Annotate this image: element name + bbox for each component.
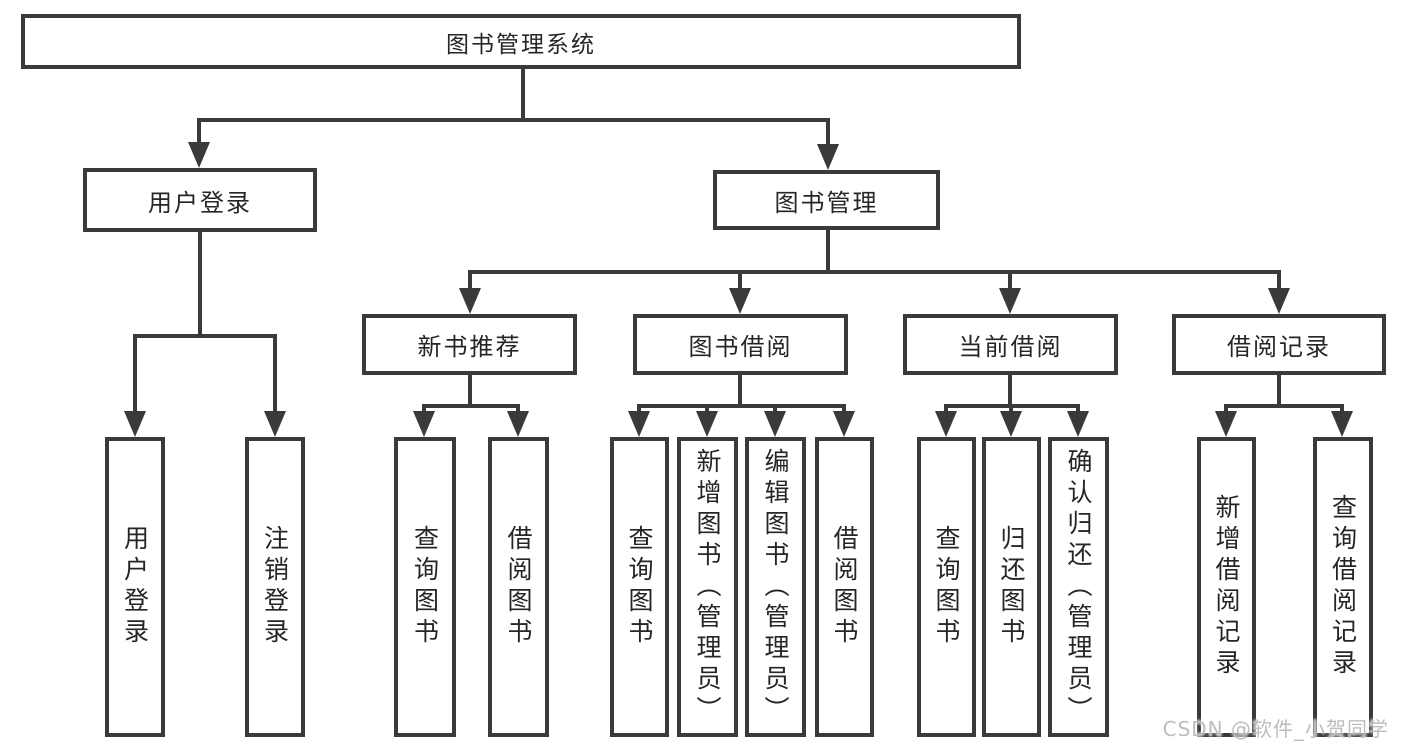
connector-mgmt-hline <box>468 270 1281 274</box>
leaf-borrow-books: 借阅图书 <box>488 437 549 737</box>
arrow-down-icon <box>696 411 718 437</box>
arrow-down-icon <box>935 411 957 437</box>
leaf-return-books: 归还图书 <box>982 437 1041 737</box>
leaf-confirm-return-admin: 确认归还（管理员） <box>1048 437 1109 737</box>
leaf-logout: 注销登录 <box>245 437 305 737</box>
connector-shaft <box>1277 270 1281 290</box>
node-current-borrowing: 当前借阅 <box>903 314 1118 375</box>
connector-shaft <box>705 404 709 414</box>
leaf-edit-books-admin: 编辑图书（管理员） <box>745 437 806 737</box>
node-new-book-recommend: 新书推荐 <box>362 314 577 375</box>
connector-stub <box>1277 375 1281 408</box>
connector-shaft <box>1009 404 1013 414</box>
connector-shaft <box>133 334 137 411</box>
arrow-down-icon <box>1268 288 1290 314</box>
connector-shaft <box>1224 404 1228 414</box>
arrow-down-icon <box>264 411 286 437</box>
leaf-user-login: 用户登录 <box>105 437 165 737</box>
leaf-query-books: 查询图书 <box>394 437 456 737</box>
connector-hline <box>1224 404 1344 408</box>
connector-user-hline <box>133 334 277 338</box>
connector-shaft <box>944 404 948 414</box>
node-user-login: 用户登录 <box>83 168 317 232</box>
leaf-add-books-admin: 新增图书（管理员） <box>677 437 738 737</box>
node-book-management: 图书管理 <box>713 170 940 230</box>
connector-stub <box>468 375 472 408</box>
connector-shaft <box>637 404 641 414</box>
arrow-down-icon <box>833 411 855 437</box>
arrow-down-icon <box>1215 411 1237 437</box>
arrow-down-icon <box>729 288 751 314</box>
arrow-down-icon <box>817 144 839 170</box>
connector-shaft <box>422 404 426 414</box>
leaf-borrow-books: 借阅图书 <box>815 437 874 737</box>
arrow-down-icon <box>413 411 435 437</box>
connector-stub <box>1008 375 1012 408</box>
connector-hline <box>637 404 846 408</box>
node-book-borrowing: 图书借阅 <box>633 314 848 375</box>
connector-shaft <box>468 270 472 290</box>
arrow-down-icon <box>764 411 786 437</box>
connector-user-stub <box>198 232 202 338</box>
connector-shaft <box>826 118 830 145</box>
leaf-query-books: 查询图书 <box>610 437 669 737</box>
connector-mgmt-stub <box>826 230 830 274</box>
connector-root-hline <box>197 118 830 122</box>
leaf-query-borrow-record: 查询借阅记录 <box>1313 437 1373 737</box>
connector-shaft <box>1076 404 1080 414</box>
arrow-down-icon <box>628 411 650 437</box>
arrow-down-icon <box>188 142 210 168</box>
arrow-down-icon <box>1000 411 1022 437</box>
connector-shaft <box>842 404 846 414</box>
connector-shaft <box>516 404 520 414</box>
leaf-add-borrow-record: 新增借阅记录 <box>1197 437 1256 737</box>
arrow-down-icon <box>507 411 529 437</box>
arrow-down-icon <box>1067 411 1089 437</box>
arrow-down-icon <box>124 411 146 437</box>
connector-stub <box>738 375 742 408</box>
connector-shaft <box>197 118 201 144</box>
arrow-down-icon <box>1331 411 1353 437</box>
connector-shaft <box>773 404 777 414</box>
arrow-down-icon <box>459 288 481 314</box>
arrow-down-icon <box>999 288 1021 314</box>
connector-shaft <box>273 334 277 411</box>
connector-hline <box>422 404 520 408</box>
node-root-library-management-system: 图书管理系统 <box>21 14 1021 69</box>
connector-shaft <box>1008 270 1012 290</box>
connector-shaft <box>1340 404 1344 414</box>
node-borrow-records: 借阅记录 <box>1172 314 1386 375</box>
leaf-query-books: 查询图书 <box>917 437 976 737</box>
connector-root-stub <box>521 69 525 122</box>
connector-shaft <box>738 270 742 290</box>
csdn-watermark: CSDN @软件_小贺同学 <box>1162 717 1389 741</box>
